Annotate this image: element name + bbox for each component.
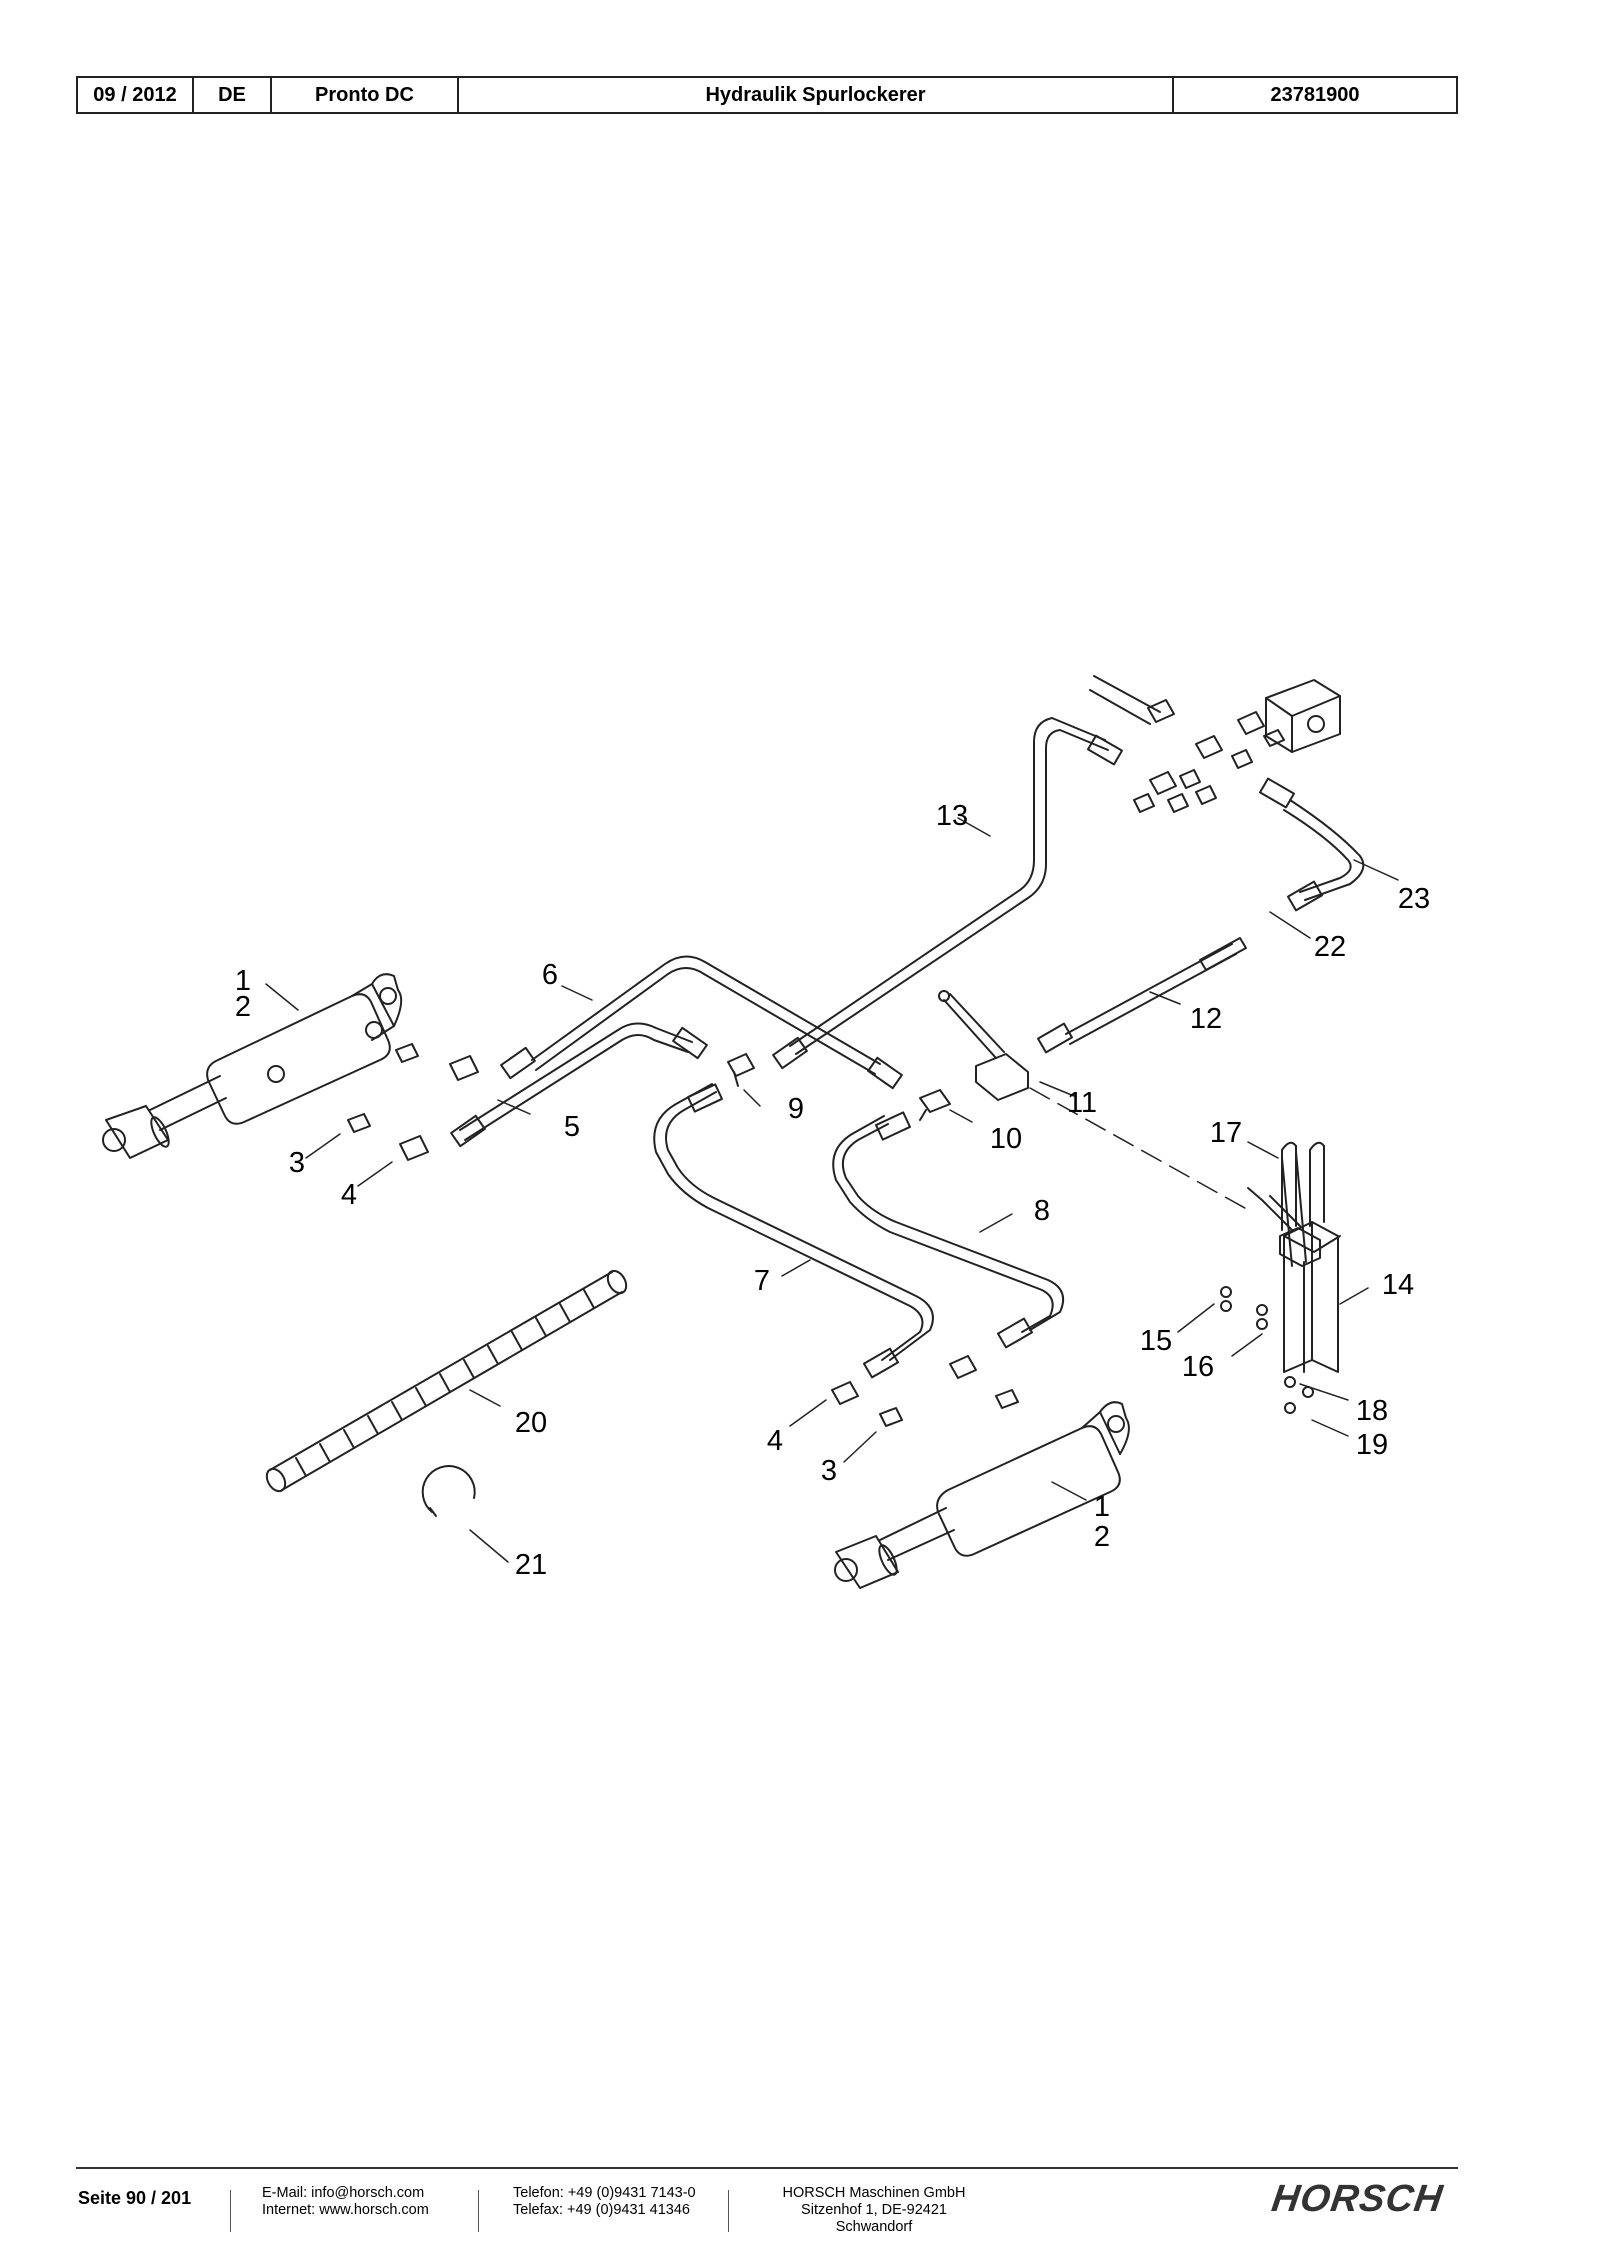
footer-separator xyxy=(728,2190,729,2232)
hose-12 xyxy=(1065,937,1247,1045)
dash-axis xyxy=(1029,1087,1253,1213)
footer-address: Sitzenhof 1, DE-92421 Schwandorf xyxy=(801,2202,947,2235)
footer-internet[interactable]: Internet: www.horsch.com xyxy=(262,2202,429,2218)
hose-7 xyxy=(653,1083,934,1361)
ball-valve-11 xyxy=(938,990,1029,1101)
adapters-lower xyxy=(831,1355,1019,1427)
t-fitting-9 xyxy=(727,1053,755,1087)
callout-4-upper: 4 xyxy=(341,1179,357,1211)
callout-2-lower: 2 xyxy=(1094,1521,1110,1553)
footer-company: HORSCH Maschinen GmbH xyxy=(782,2185,966,2201)
header-language: DE xyxy=(194,78,272,112)
callout-2-upper: 2 xyxy=(235,991,251,1023)
page-number: Seite 90 / 201 xyxy=(78,2188,192,2208)
callout-6: 6 xyxy=(542,959,558,991)
callout-23: 23 xyxy=(1398,883,1430,915)
callout-21: 21 xyxy=(515,1549,547,1581)
header-date: 09 / 2012 xyxy=(78,78,194,112)
callout-1-upper: 1 xyxy=(235,965,251,997)
callout-9: 9 xyxy=(788,1093,804,1125)
cylinder-lower xyxy=(834,1401,1130,1589)
footer-phone: Telefon: +49 (0)9431 7143-0 xyxy=(513,2185,696,2201)
t-fitting-10 xyxy=(919,1089,951,1121)
hose-6 xyxy=(531,955,881,1075)
cylinder-upper xyxy=(102,973,403,1159)
footer-contact-phone: Telefon: +49 (0)9431 7143-0 Telefax: +49… xyxy=(513,2185,696,2219)
callout-3-upper: 3 xyxy=(289,1147,305,1179)
footer-fax: Telefax: +49 (0)9431 41346 xyxy=(513,2202,690,2218)
header-title: Hydraulik Spurlockerer xyxy=(459,78,1174,112)
hose-fittings xyxy=(450,734,1323,1379)
hose-23 xyxy=(1283,799,1365,901)
control-block xyxy=(1089,675,1341,813)
bracket-assembly xyxy=(1220,1141,1341,1414)
callout-17: 17 xyxy=(1210,1117,1242,1149)
hose-13 xyxy=(789,717,1109,1055)
footer-contact-web: E-Mail: info@horsch.com Internet: www.ho… xyxy=(262,2185,429,2219)
horsch-logo: HORSCH xyxy=(1269,2178,1446,2220)
callout-10: 10 xyxy=(990,1123,1022,1155)
callout-7: 7 xyxy=(754,1265,770,1297)
corrugated-pipe-20 xyxy=(265,1269,628,1493)
adapters-upper xyxy=(347,1043,479,1161)
hose-5 xyxy=(459,1022,693,1141)
callout-13: 13 xyxy=(936,800,968,832)
footer-company-block: HORSCH Maschinen GmbH Sitzenhof 1, DE-92… xyxy=(764,2185,984,2236)
callout-4-lower: 4 xyxy=(767,1425,783,1457)
callout-14: 14 xyxy=(1382,1269,1414,1301)
callout-19: 19 xyxy=(1356,1429,1388,1461)
callout-15: 15 xyxy=(1140,1325,1172,1357)
clip-21 xyxy=(421,1465,476,1517)
footer-email[interactable]: E-Mail: info@horsch.com xyxy=(262,2185,425,2201)
callout-3-lower: 3 xyxy=(821,1455,837,1487)
hose-8 xyxy=(832,1115,1064,1333)
leader-lines xyxy=(265,817,1399,1563)
callout-8: 8 xyxy=(1034,1195,1050,1227)
header-part-number: 23781900 xyxy=(1270,83,1360,106)
callout-5: 5 xyxy=(564,1111,580,1143)
callout-12: 12 xyxy=(1190,1003,1222,1035)
callout-18: 18 xyxy=(1356,1395,1388,1427)
callout-20: 20 xyxy=(515,1407,547,1439)
callout-16: 16 xyxy=(1182,1351,1214,1383)
header-model: Pronto DC xyxy=(272,78,459,112)
callout-22: 22 xyxy=(1314,931,1346,963)
callout-1-lower: 1 xyxy=(1094,1491,1110,1523)
footer-separator xyxy=(230,2190,231,2232)
footer-separator xyxy=(478,2190,479,2232)
callout-11: 11 xyxy=(1067,1087,1097,1119)
footer-rule xyxy=(76,2167,1458,2169)
header-table: 09 / 2012 DE Pronto DC Hydraulik Spurloc… xyxy=(76,76,1458,114)
